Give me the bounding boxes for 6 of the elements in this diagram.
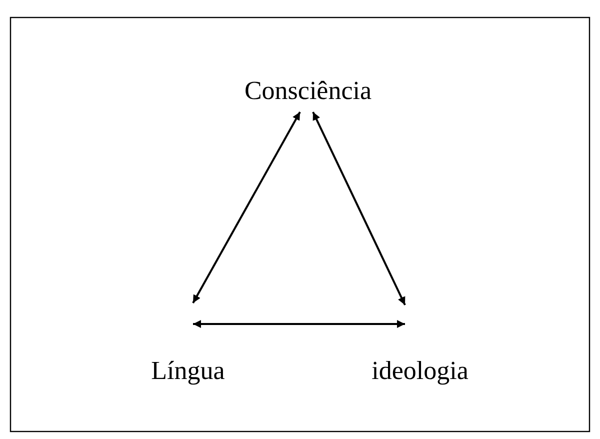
double-arrow (312, 112, 406, 306)
double-arrow (193, 320, 405, 328)
node-label: ideologia (372, 356, 468, 386)
node-label: Língua (151, 356, 225, 386)
node-label: Consciência (244, 76, 372, 106)
double-arrow (192, 112, 301, 304)
